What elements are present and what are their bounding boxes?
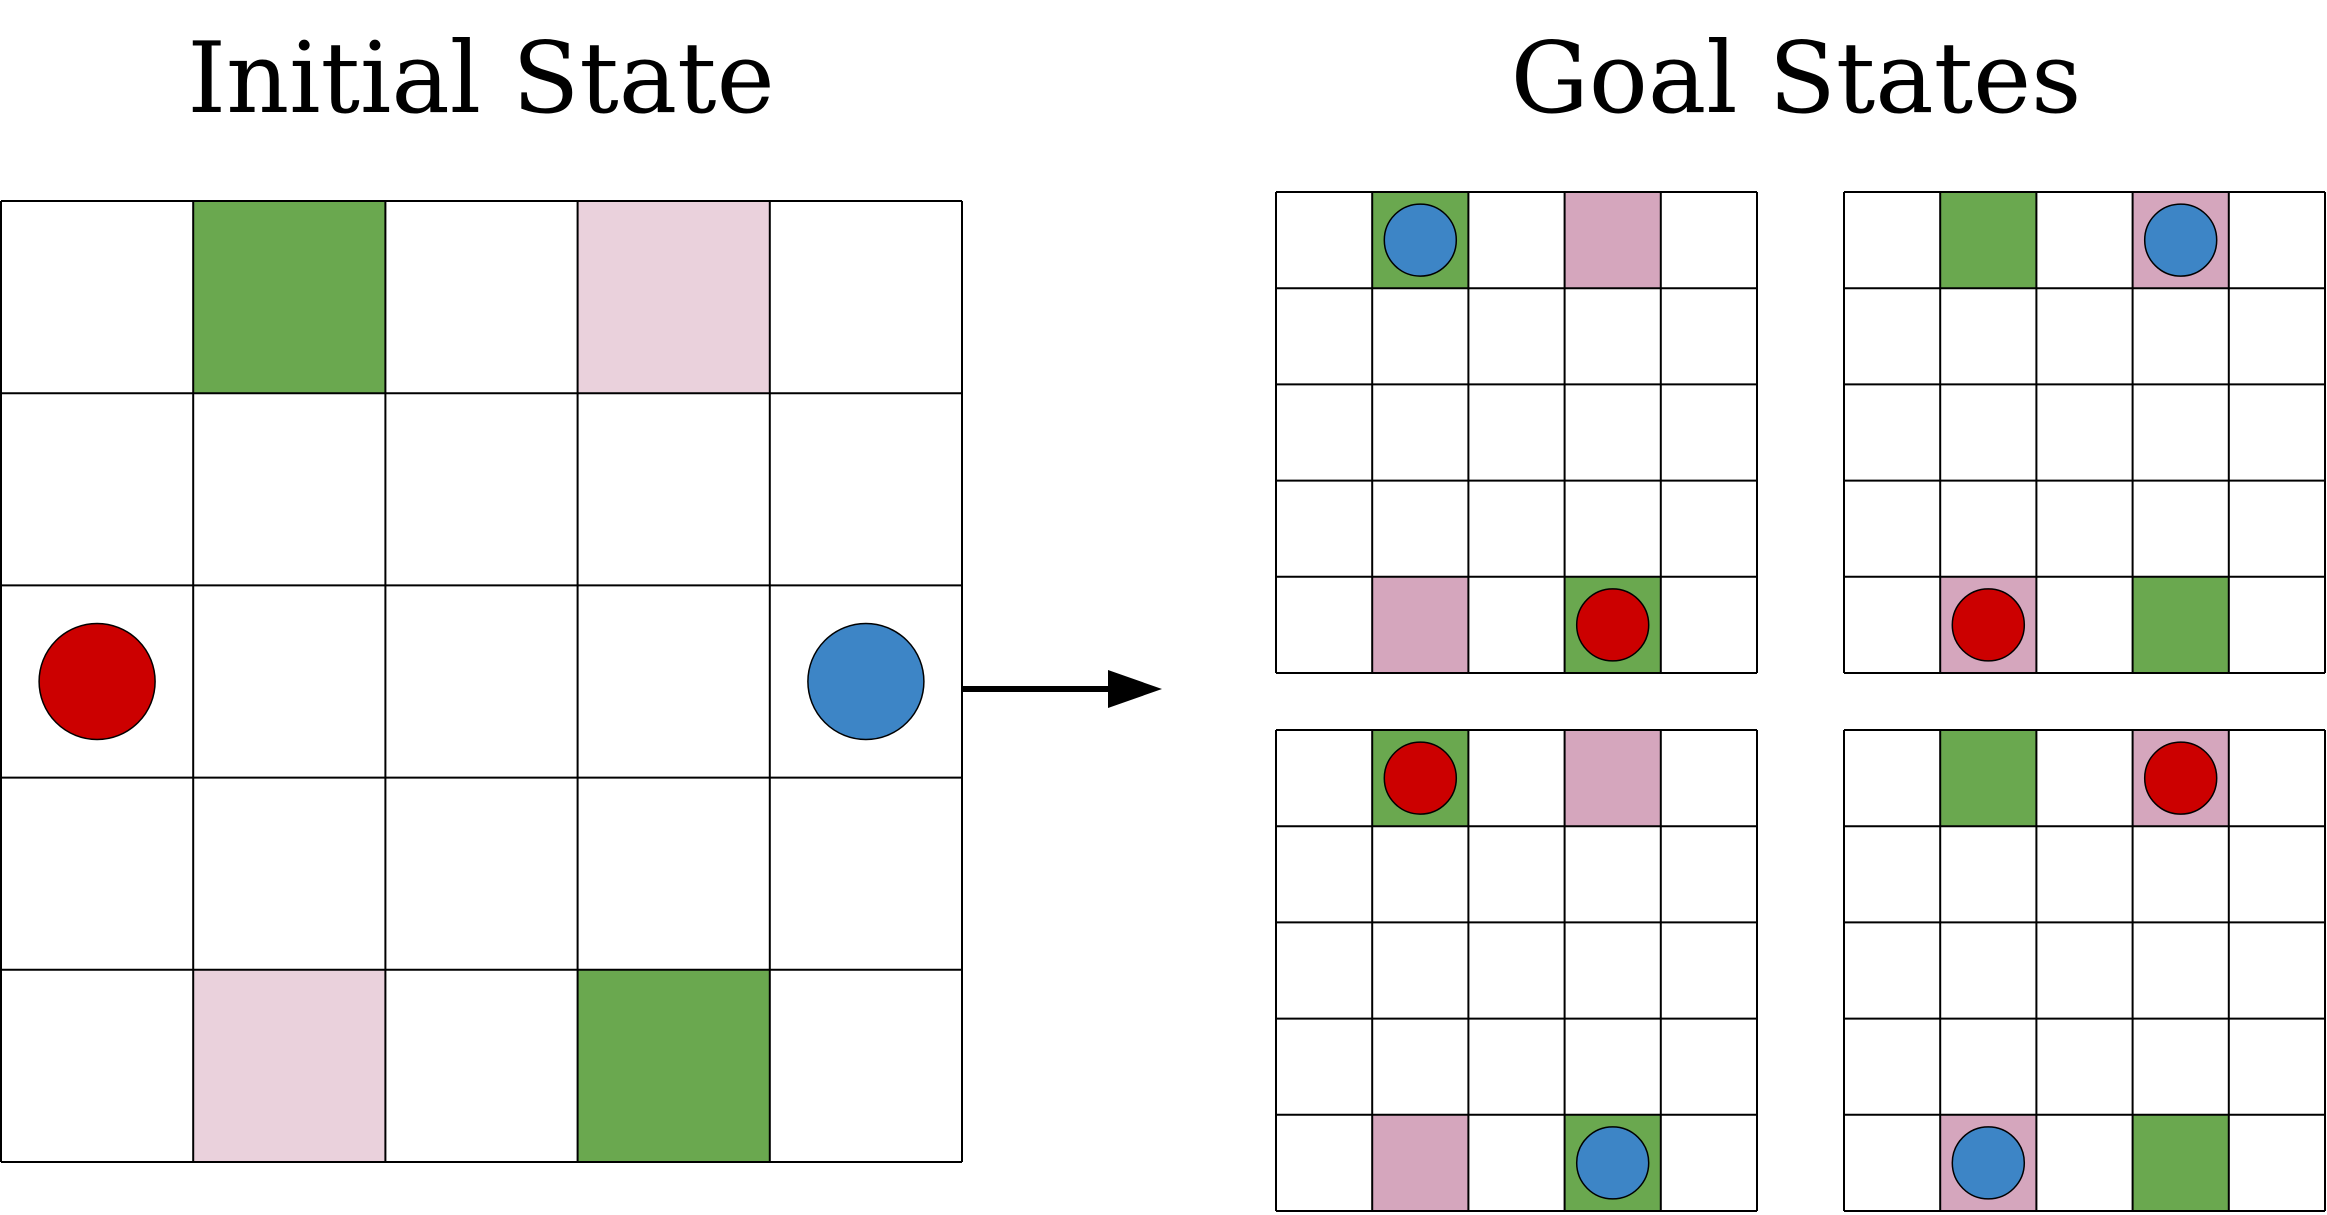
pink-cell	[193, 969, 386, 1162]
goal-states-title: Goal States	[1511, 22, 2082, 136]
red-agent	[1575, 588, 1650, 662]
pink-cell	[1564, 730, 1661, 827]
goal-state-grid-1	[1275, 191, 1758, 674]
red-agent	[1951, 588, 2026, 662]
blue-agent	[2143, 203, 2218, 277]
green-cell	[1940, 730, 2037, 827]
arrow-head	[1108, 670, 1162, 708]
green-cell	[577, 969, 770, 1162]
blue-agent	[1383, 203, 1458, 277]
initial-state-grid	[0, 200, 963, 1163]
red-agent	[2143, 741, 2218, 815]
goal-state-grid-3	[1275, 729, 1758, 1212]
green-cell	[2132, 576, 2229, 673]
green-cell	[2132, 1114, 2229, 1211]
pink-cell	[1372, 576, 1469, 673]
green-cell	[193, 201, 386, 394]
pink-cell	[1564, 192, 1661, 289]
goal-state-grid-2	[1843, 191, 2326, 674]
pink-cell	[577, 201, 770, 394]
blue-agent	[1575, 1126, 1650, 1200]
red-agent	[38, 622, 156, 741]
green-cell	[1940, 192, 2037, 289]
red-agent	[1383, 741, 1458, 815]
blue-agent	[1951, 1126, 2026, 1200]
pink-cell	[1372, 1114, 1469, 1211]
transition-arrow	[962, 670, 1162, 708]
initial-state-title: Initial State	[187, 22, 774, 136]
goal-state-grid-4	[1843, 729, 2326, 1212]
blue-agent	[807, 622, 925, 741]
